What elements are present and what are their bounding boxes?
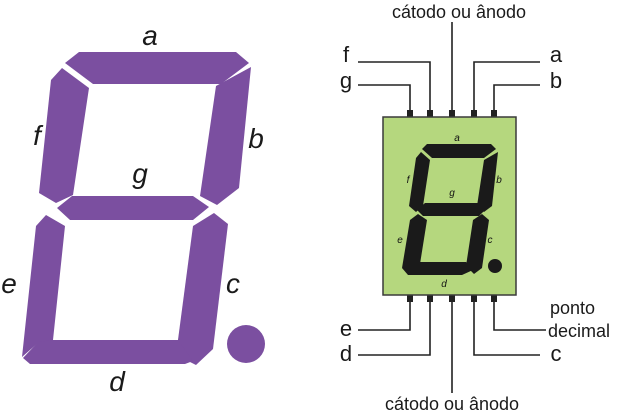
wire-b [493, 84, 540, 110]
wire-d [358, 302, 431, 356]
segment-f [39, 68, 89, 203]
small-label-g: g [449, 188, 455, 199]
pin-label-e: e [340, 316, 352, 341]
small-digit [402, 144, 502, 275]
pin-label-a: a [550, 42, 563, 67]
wire-dp [493, 302, 546, 331]
pin-bottom-1 [407, 295, 413, 302]
pin-label-c: c [551, 341, 562, 366]
pin-label-b: b [550, 68, 562, 93]
large-digit: a b c d e f g [1, 20, 265, 397]
component-diagram: a b c d e f g cátodo ou ânodo f g a b e … [340, 2, 610, 412]
decimal-point-label-line1: ponto [550, 298, 595, 318]
small-decimal-point [488, 259, 502, 273]
segment-c [176, 213, 228, 365]
segment-g-label: g [132, 158, 148, 189]
small-segment-g [417, 203, 485, 216]
small-segment-e [402, 214, 427, 268]
wire-g [358, 84, 411, 110]
pin-bottom-3 [449, 295, 455, 302]
small-label-a: a [454, 133, 460, 144]
bottom-wires [358, 302, 546, 393]
segment-b [200, 67, 251, 205]
segment-d [23, 340, 193, 364]
pin-label-g: g [340, 68, 352, 93]
small-segment-b [477, 152, 498, 212]
pin-top-5 [491, 110, 497, 117]
common-bottom-label: cátodo ou ânodo [385, 394, 519, 412]
wire-f [358, 61, 431, 110]
small-label-c: c [488, 235, 493, 246]
common-top-label: cátodo ou ânodo [392, 2, 526, 22]
segment-f-label: f [33, 120, 44, 151]
wire-e [358, 302, 411, 331]
small-label-d: d [441, 279, 447, 290]
pin-label-d: d [340, 341, 352, 366]
small-label-f: f [407, 175, 411, 186]
small-segment-c [466, 214, 489, 274]
decimal-point-label-line2: decimal [548, 321, 610, 341]
pin-top-3 [449, 110, 455, 117]
pin-top-2 [427, 110, 433, 117]
segment-b-label: b [248, 123, 264, 154]
pin-bottom-2 [427, 295, 433, 302]
segment-g [57, 196, 209, 220]
small-segment-f [409, 152, 430, 212]
wire-c [473, 302, 540, 356]
small-label-b: b [496, 175, 502, 186]
wire-a [473, 61, 540, 110]
pin-label-f: f [343, 42, 350, 67]
pin-bottom-4 [471, 295, 477, 302]
small-label-e: e [397, 235, 403, 246]
top-wires [358, 22, 540, 110]
pin-top-1 [407, 110, 413, 117]
small-segment-d [402, 262, 473, 275]
segment-a [65, 52, 249, 84]
pin-stubs [407, 110, 497, 302]
segment-d-label: d [109, 366, 126, 397]
segment-e [22, 215, 65, 357]
small-segment-a [422, 144, 496, 158]
decimal-point-dot [227, 325, 265, 363]
segment-c-label: c [226, 268, 240, 299]
segment-a-label: a [142, 20, 158, 51]
pin-top-4 [471, 110, 477, 117]
segment-e-label: e [1, 268, 17, 299]
pin-bottom-5 [491, 295, 497, 302]
